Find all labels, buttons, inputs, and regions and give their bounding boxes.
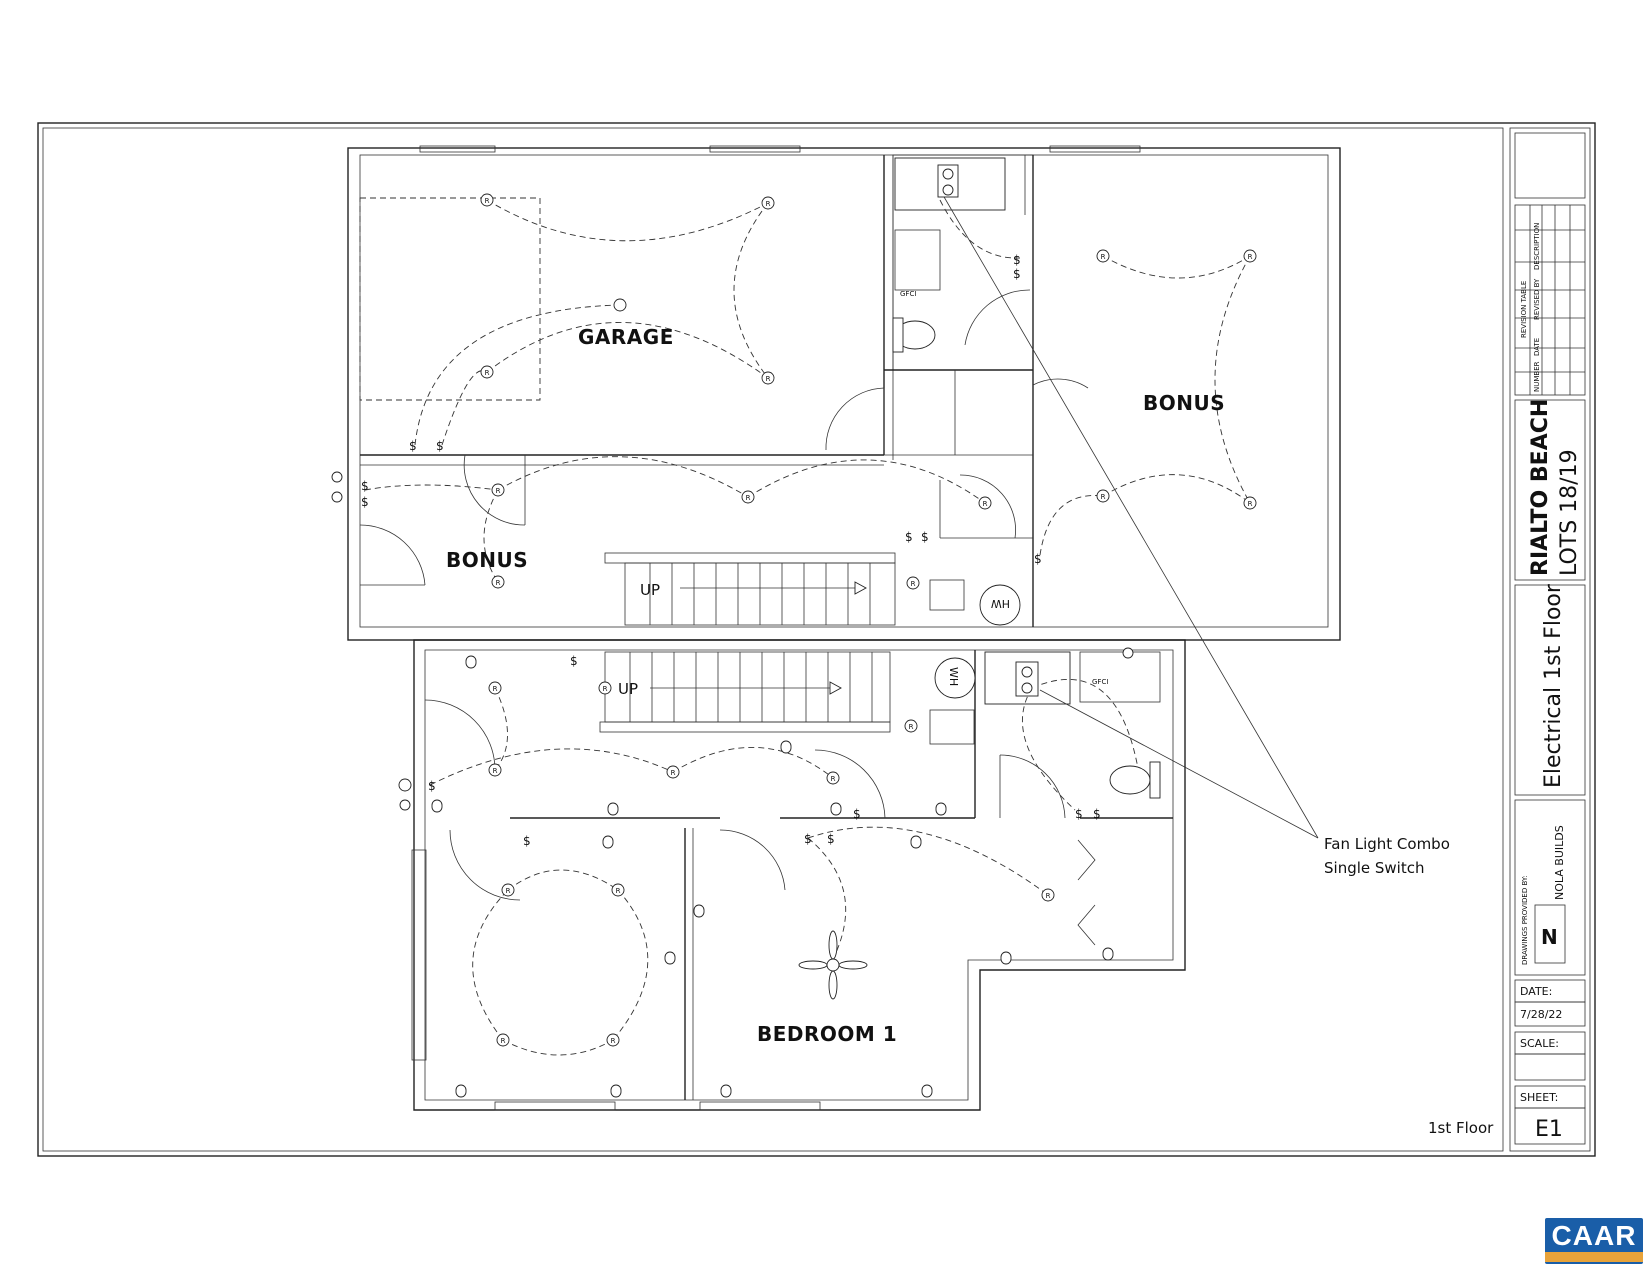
lower-doors <box>424 699 1096 946</box>
receptacle-letter: R <box>501 1037 506 1045</box>
sheet-title: Electrical 1st Floor <box>1541 583 1566 788</box>
water-heater-lower-label: WH <box>947 667 960 686</box>
revision-col-revised-by: REVISED BY <box>1533 278 1541 320</box>
date-label: DATE: <box>1520 985 1552 998</box>
revision-col-date: DATE <box>1533 338 1541 356</box>
upper-stair-treads <box>649 563 871 625</box>
callout-leaders <box>939 189 1319 839</box>
receptacle-symbols <box>480 193 1257 1047</box>
nola-builds-logo: N <box>1534 904 1566 964</box>
callout-line-2: Single Switch <box>1324 859 1424 877</box>
switch-symbol: $ <box>921 530 929 544</box>
switch-symbol: $ <box>523 834 531 848</box>
switch-symbol: $ <box>1034 552 1042 566</box>
upper-stair-up-label: UP <box>640 581 660 599</box>
wiring-runs <box>364 199 1251 1056</box>
gfci-lower-label: GFCI <box>1092 678 1108 686</box>
title-block <box>1514 132 1586 1145</box>
receptacle-letter: R <box>611 1037 616 1045</box>
receptacle-letter: R <box>983 500 988 508</box>
receptacle-letter: R <box>766 200 771 208</box>
receptacle-letter: R <box>496 579 501 587</box>
receptacle-letter: R <box>1101 253 1106 261</box>
revision-table-heading: REVISION TABLE <box>1520 281 1528 338</box>
switch-symbol: $ <box>361 479 369 493</box>
switch-symbol: $ <box>1013 253 1021 267</box>
project-name-line-2: LOTS 18/19 <box>1557 449 1582 576</box>
fan-light-combo-icons <box>937 164 1039 697</box>
callout-line-1: Fan Light Combo <box>1324 835 1450 853</box>
windows <box>419 145 1141 1111</box>
upper-doors <box>359 289 1089 586</box>
room-labels: GARAGE BONUS BONUS BEDROOM 1 <box>446 325 1225 1046</box>
receptacle-letter: R <box>911 580 916 588</box>
switch-symbol: $ <box>804 832 812 846</box>
receptacle-letter: R <box>1248 500 1253 508</box>
switch-symbol: $ <box>1013 267 1021 281</box>
light-fixtures <box>431 298 1134 1098</box>
toilet-icons <box>892 317 1161 799</box>
receptacle-letter: R <box>496 487 501 495</box>
date-value: 7/28/22 <box>1520 1008 1562 1021</box>
bonus-left-label: BONUS <box>446 548 528 572</box>
caar-logo-text: CAAR <box>1551 1220 1637 1251</box>
gfci-upper-label: GFCI <box>900 290 916 298</box>
revision-col-number: NUMBER <box>1533 361 1541 392</box>
switch-symbol: $ <box>436 439 444 453</box>
receptacle-letter: R <box>671 769 676 777</box>
switch-symbol: $ <box>361 495 369 509</box>
receptacle-letter: R <box>506 887 511 895</box>
receptacle-letter: R <box>909 723 914 731</box>
drawings-provided-by: DRAWINGS PROVIDED BY: <box>1521 875 1529 965</box>
receptacle-letter: R <box>616 887 621 895</box>
sheet-border <box>37 122 1596 1157</box>
receptacle-letter: R <box>831 775 836 783</box>
switch-symbol: $ <box>1093 807 1101 821</box>
ceiling-fan-icon <box>798 930 868 1000</box>
water-heater-icons <box>934 584 1021 699</box>
receptacle-letter: R <box>746 494 751 502</box>
receptacle-letter: R <box>1101 493 1106 501</box>
receptacle-letter: R <box>485 369 490 377</box>
lower-stair-treads <box>629 652 873 722</box>
receptacle-letter: R <box>485 197 490 205</box>
receptacle-letter: R <box>1248 253 1253 261</box>
sheet-number: E1 <box>1535 1117 1563 1142</box>
switch-symbol: $ <box>853 807 861 821</box>
switch-symbol: $ <box>827 832 835 846</box>
switch-symbols: $ $ $ $ $ $ $ $ $ $ $ $ $ $ $ $ $ <box>361 253 1101 848</box>
caar-logo: CAAR <box>1545 1218 1643 1264</box>
scale-label: SCALE: <box>1520 1037 1559 1050</box>
revision-col-description: DESCRIPTION <box>1533 223 1541 270</box>
floor-label: 1st Floor <box>1428 1119 1494 1137</box>
project-name-line-1: RIALTO BEACH <box>1528 399 1553 576</box>
lower-stair-up-label: UP <box>618 680 638 698</box>
receptacle-letter: R <box>766 375 771 383</box>
exterior-outlets <box>331 471 412 811</box>
garage-parking-outline <box>359 197 541 401</box>
switch-symbol: $ <box>905 530 913 544</box>
company-name: NOLA BUILDS <box>1553 825 1566 900</box>
svg-text:N: N <box>1541 925 1558 949</box>
bedroom-label: BEDROOM 1 <box>757 1022 897 1046</box>
sheet-label: SHEET: <box>1520 1091 1558 1104</box>
receptacle-letter: R <box>493 767 498 775</box>
switch-symbol: $ <box>428 779 436 793</box>
receptacle-letter: R <box>1046 892 1051 900</box>
garage-label: GARAGE <box>578 325 674 349</box>
switch-symbol: $ <box>1075 807 1083 821</box>
switch-symbol: $ <box>570 654 578 668</box>
receptacle-letters: R R R R R R R R R R R R R R R R R R R R … <box>485 197 1253 1045</box>
receptacle-letter: R <box>603 685 608 693</box>
receptacle-letter: R <box>493 685 498 693</box>
water-heater-upper-label: HW <box>991 597 1010 610</box>
bonus-right-label: BONUS <box>1143 391 1225 415</box>
switch-symbol: $ <box>409 439 417 453</box>
caar-logo-stripe <box>1545 1252 1643 1262</box>
